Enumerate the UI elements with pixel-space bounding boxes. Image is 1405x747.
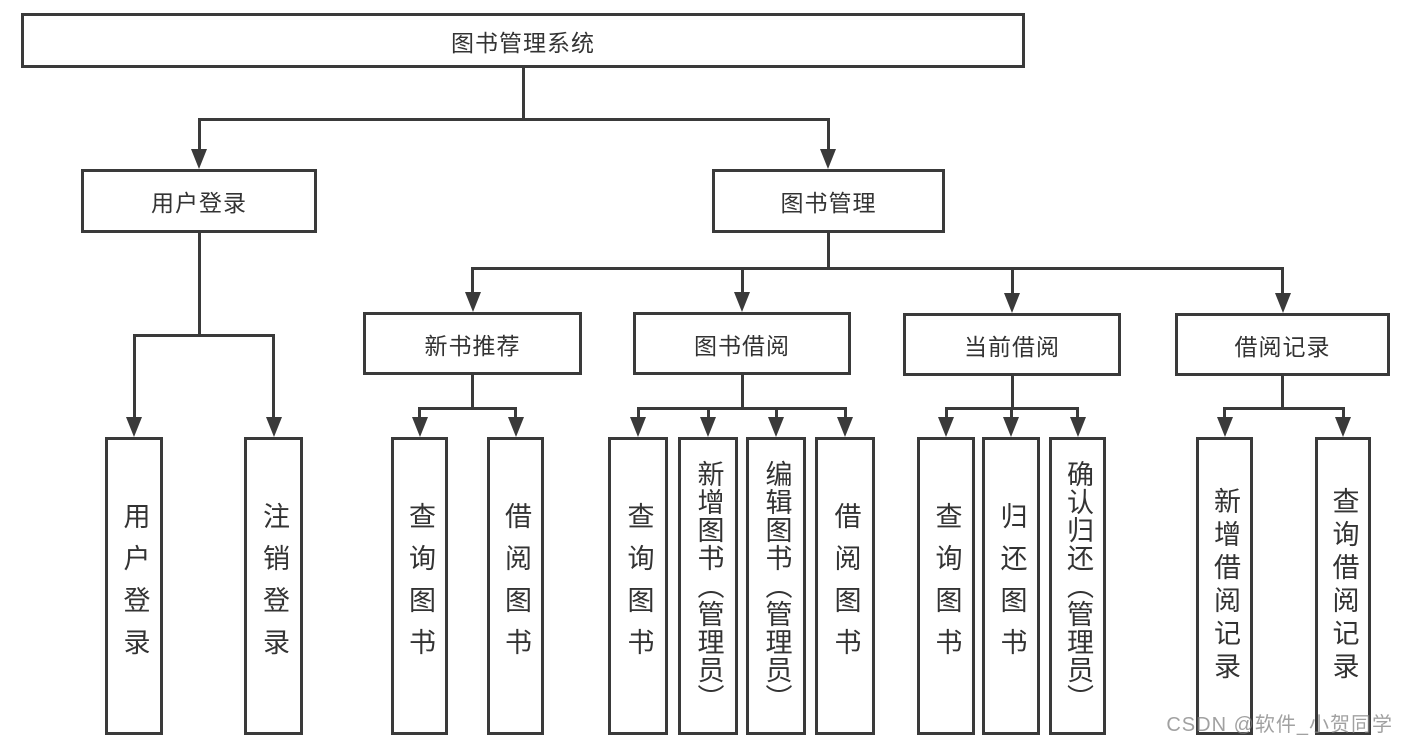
- connector-line: [197, 117, 201, 150]
- connector-line: [706, 406, 710, 418]
- leaf-user-login: 用户登录: [105, 437, 163, 735]
- leaf-query-books-borrow: 查询图书: [608, 437, 668, 735]
- watermark: CSDN @软件_小贺同学: [1166, 714, 1393, 736]
- connector-line: [1076, 406, 1079, 418]
- arrow-down-icon: [837, 417, 853, 437]
- arrow-down-icon: [1003, 417, 1019, 437]
- connector-line: [774, 406, 778, 418]
- leaf-add-book-admin: 新增图书（管理员）: [678, 437, 738, 735]
- connector-line: [636, 406, 640, 418]
- connector-line: [740, 266, 744, 293]
- leaf-label: 借阅图书: [501, 502, 531, 670]
- arrow-down-icon: [1274, 293, 1291, 313]
- node-user-login: 用户登录: [81, 169, 317, 233]
- leaf-add-borrow-record: 新增借阅记录: [1196, 437, 1253, 735]
- connector-line: [197, 233, 201, 337]
- arrow-down-icon: [630, 417, 646, 437]
- arrow-down-icon: [1216, 417, 1233, 437]
- node-borrowing-records: 借阅记录: [1175, 313, 1390, 376]
- connector-line: [1281, 376, 1284, 410]
- arrow-down-icon: [700, 417, 716, 437]
- connector-line: [1223, 406, 1226, 418]
- arrow-down-icon: [126, 417, 142, 437]
- connector-line: [514, 406, 517, 418]
- connector-line: [826, 233, 830, 270]
- leaf-edit-book-admin: 编辑图书（管理员）: [746, 437, 806, 735]
- connector-line: [197, 117, 830, 121]
- leaf-label: 用户登录: [119, 502, 150, 670]
- connector-line: [740, 375, 744, 410]
- node-book-management: 图书管理: [712, 169, 945, 233]
- connector-line: [1010, 266, 1014, 294]
- arrow-down-icon: [820, 149, 836, 169]
- connector-line: [1009, 406, 1013, 418]
- arrow-down-icon: [464, 292, 481, 312]
- node-book-borrowing: 图书借阅: [633, 312, 851, 375]
- leaf-borrow-books-2: 借阅图书: [815, 437, 875, 735]
- arrow-down-icon: [1069, 417, 1086, 437]
- node-new-book-recommend: 新书推荐: [363, 312, 582, 375]
- connector-line: [418, 406, 421, 418]
- leaf-label: 确认归还（管理员）: [1063, 460, 1093, 712]
- connector-line: [826, 117, 830, 150]
- arrow-down-icon: [1004, 293, 1020, 313]
- connector-line: [471, 266, 1284, 270]
- arrow-down-icon: [411, 417, 428, 437]
- leaf-label: 查询借阅记录: [1328, 487, 1359, 685]
- connector-line: [1341, 406, 1345, 418]
- arrow-down-icon: [768, 417, 784, 437]
- connector-line: [132, 333, 275, 337]
- leaf-return-books: 归还图书: [982, 437, 1040, 735]
- arrow-down-icon: [265, 417, 282, 437]
- node-library-management-system: 图书管理系统: [21, 13, 1025, 68]
- arrow-down-icon: [1335, 417, 1351, 437]
- connector-line: [843, 406, 847, 418]
- connector-line: [521, 68, 525, 121]
- connector-line: [132, 333, 136, 418]
- connector-line: [471, 375, 474, 410]
- leaf-query-borrow-record: 查询借阅记录: [1315, 437, 1371, 735]
- connector-line: [418, 406, 517, 410]
- connector-line: [944, 406, 948, 418]
- leaf-confirm-return-admin: 确认归还（管理员）: [1049, 437, 1106, 735]
- leaf-label: 注销登录: [259, 502, 289, 670]
- leaf-label: 借阅图书: [830, 502, 861, 670]
- connector-line: [272, 333, 275, 418]
- connector-line: [1223, 406, 1345, 410]
- leaf-borrow-books: 借阅图书: [487, 437, 544, 735]
- node-current-borrowing: 当前借阅: [903, 313, 1121, 376]
- leaf-query-books: 查询图书: [391, 437, 448, 735]
- leaf-label: 新增图书（管理员）: [693, 460, 724, 712]
- leaf-label: 新增借阅记录: [1210, 487, 1240, 685]
- leaf-label: 查询图书: [405, 502, 435, 670]
- arrow-down-icon: [938, 417, 954, 437]
- arrow-down-icon: [191, 149, 207, 169]
- arrow-down-icon: [734, 292, 750, 312]
- arrow-down-icon: [507, 417, 524, 437]
- leaf-label: 查询图书: [931, 502, 962, 670]
- connector-line: [1010, 376, 1014, 410]
- leaf-label: 归还图书: [996, 502, 1027, 670]
- leaf-query-books-current: 查询图书: [917, 437, 975, 735]
- connector-line: [636, 406, 847, 410]
- connector-line: [471, 266, 474, 293]
- leaf-logout-login: 注销登录: [244, 437, 303, 735]
- connector-line: [1281, 266, 1284, 294]
- leaf-label: 查询图书: [623, 502, 654, 670]
- leaf-label: 编辑图书（管理员）: [761, 460, 792, 712]
